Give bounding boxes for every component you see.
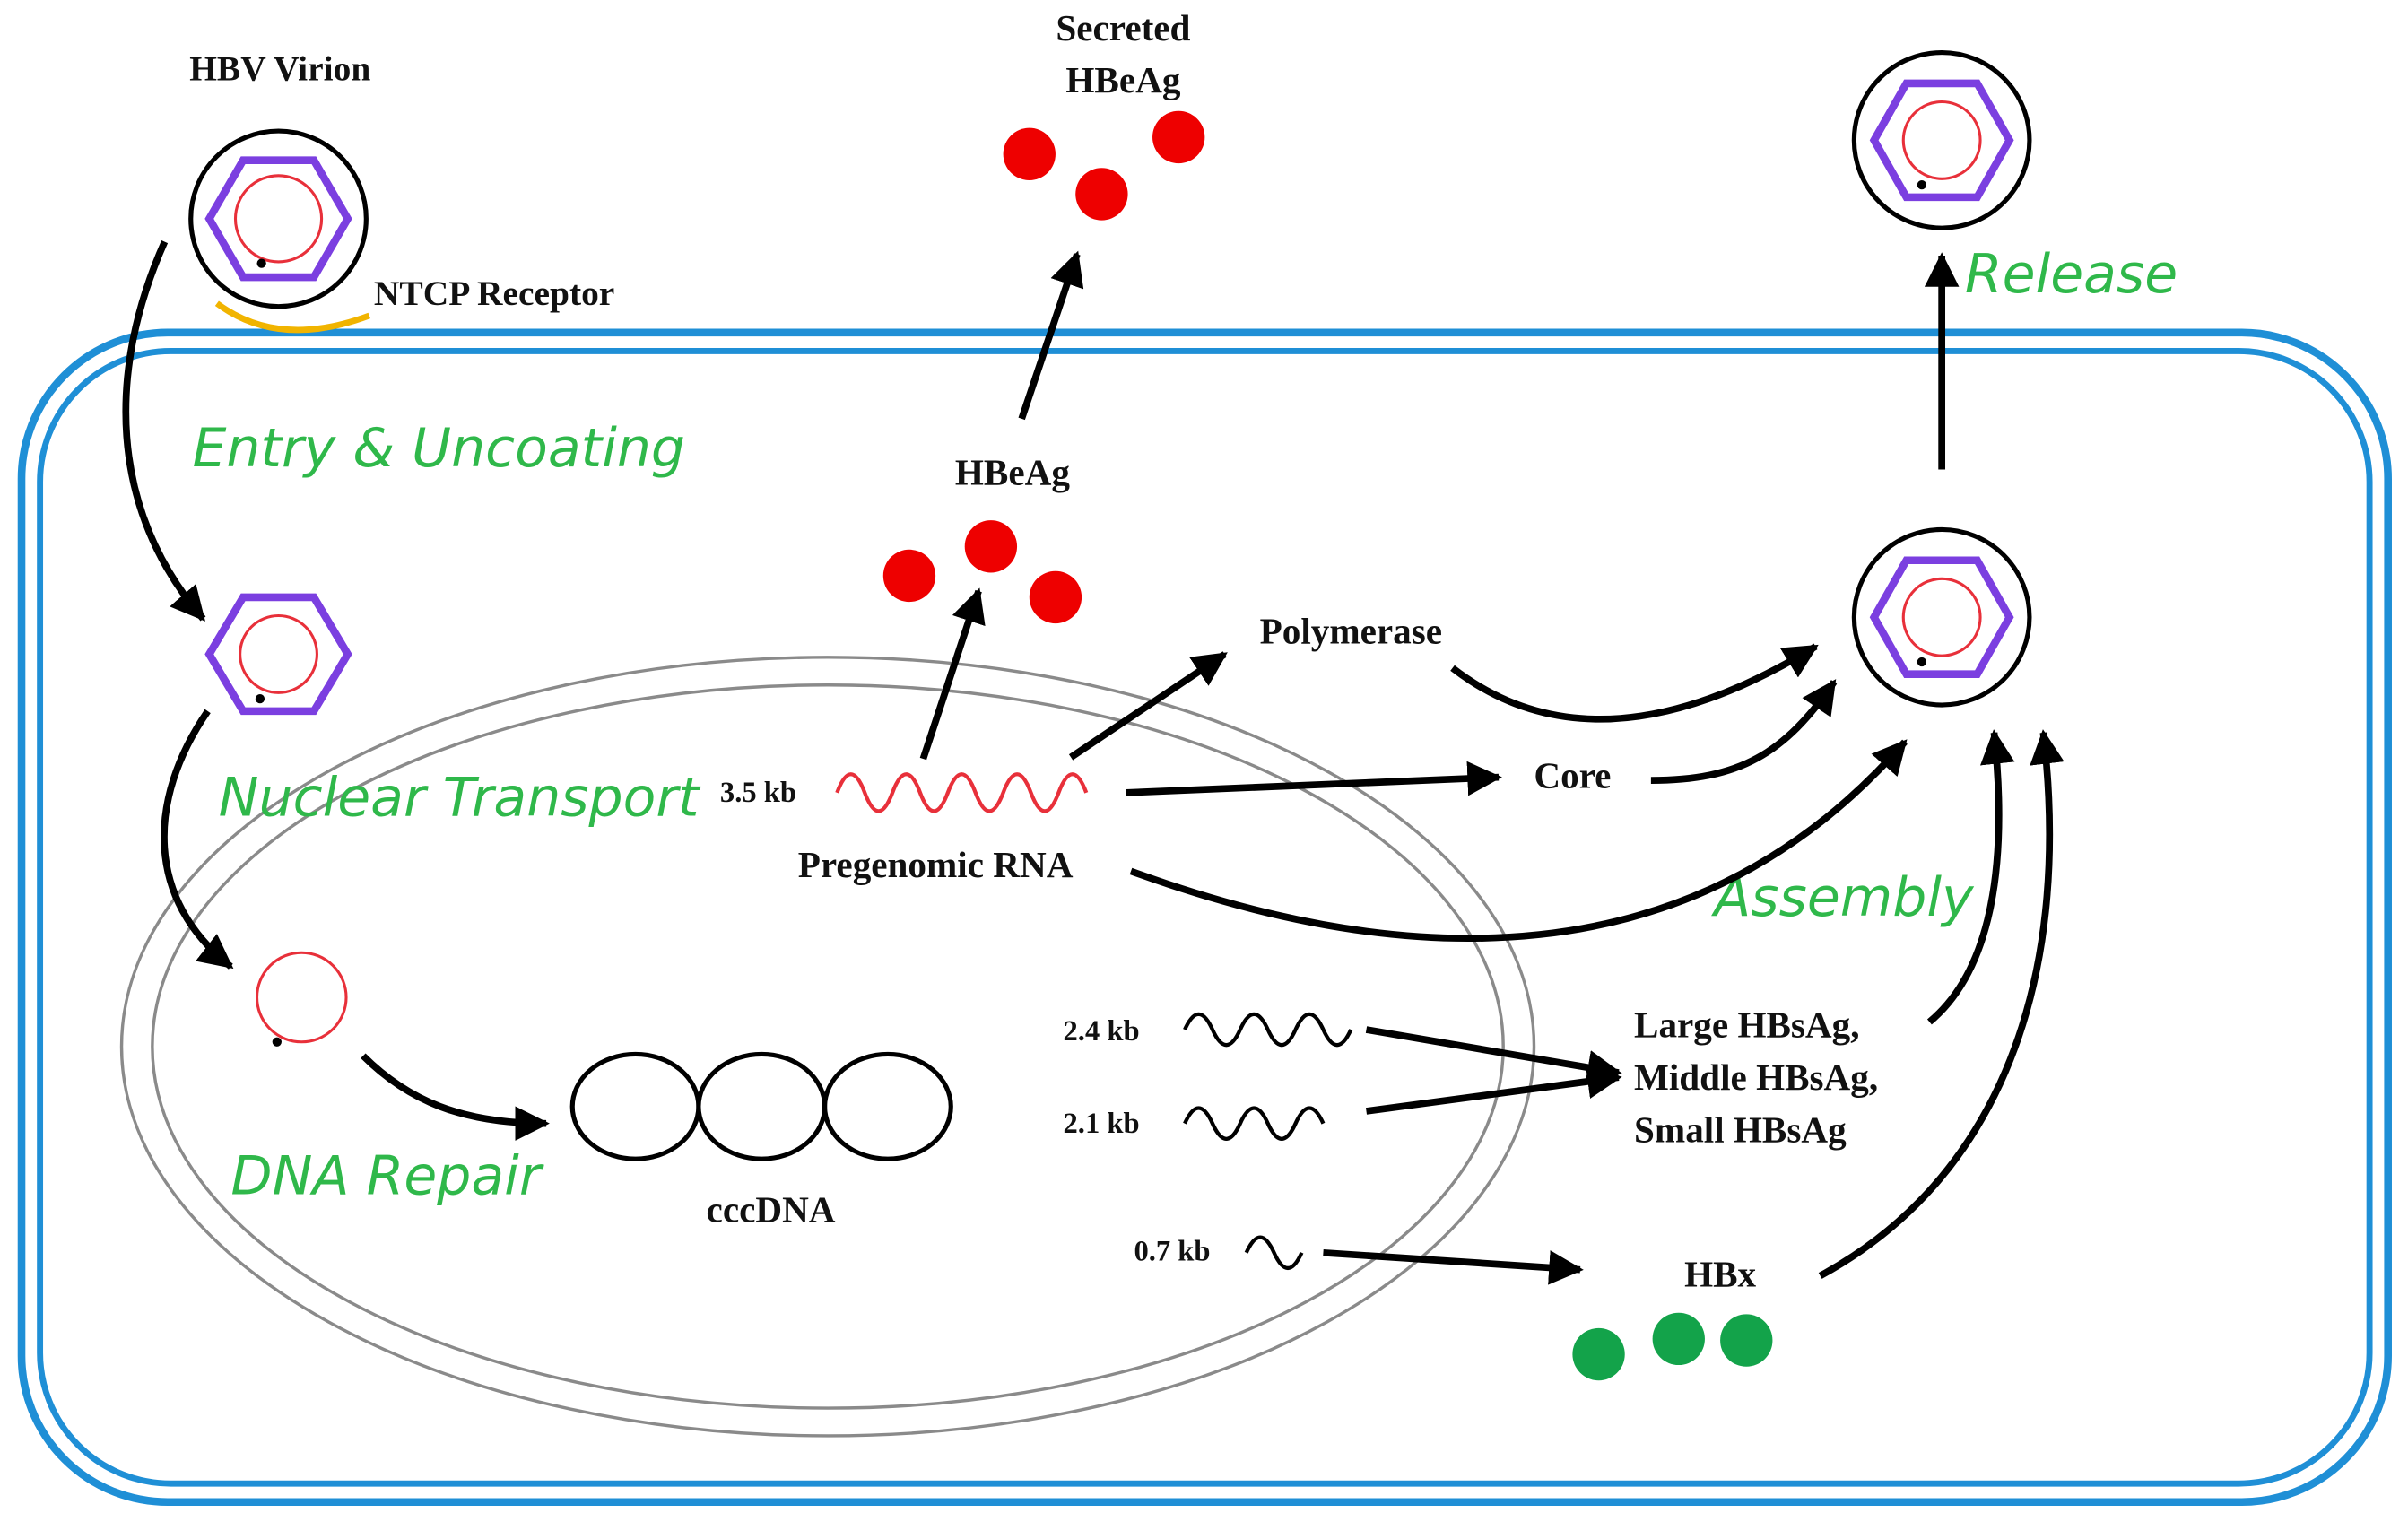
rna-2-4-to-hbsag-arrow <box>1365 1026 1622 1085</box>
rna-2-4-wave <box>1183 1012 1353 1048</box>
cell-membrane <box>17 328 2392 1507</box>
rna-2-1-wave <box>1183 1106 1326 1141</box>
step-entry-uncoating: Entry & Uncoating <box>192 417 685 480</box>
secreted-hbeag-label-line1: Secreted <box>1056 7 1190 48</box>
hbsag-label-small: Small HBsAg <box>1634 1109 1847 1150</box>
dna-repair-arrow <box>361 1053 550 1141</box>
rcdna-icon <box>255 951 348 1047</box>
pgrna-to-core-arrow <box>1126 761 1502 796</box>
hbx-to-assembly-arrow <box>1818 729 2065 1279</box>
rna-0-7-to-hbx-arrow <box>1323 1248 1584 1285</box>
hbsag-to-assembly-arrow <box>1926 729 2015 1025</box>
core-label: Core <box>1534 755 1611 796</box>
polymerase-to-assembly-arrow <box>1450 643 1819 723</box>
hbv-virion-label: HBV Virion <box>189 48 370 88</box>
cccdna-icon <box>569 1051 953 1161</box>
hbv-virion-icon <box>188 128 369 309</box>
hbx-label: HBx <box>1684 1254 1756 1295</box>
secreted-hbeag-label-line2: HBeAg <box>1065 59 1180 100</box>
kb-2-4-label: 2.4 kb <box>1064 1015 1140 1048</box>
nuclear-transport-arrow <box>161 709 234 970</box>
capsid-icon <box>204 593 352 716</box>
polymerase-label: Polymerase <box>1260 610 1442 651</box>
assembled-virion-icon <box>1851 526 2032 708</box>
kb-2-1-label: 2.1 kb <box>1064 1108 1140 1140</box>
step-dna-repair: DNA Repair <box>230 1145 543 1208</box>
hbsag-label-middle: Middle HBsAg, <box>1634 1056 1878 1098</box>
ntcp-receptor-label: NTCP Receptor <box>374 274 614 313</box>
kb-3-5-label: 3.5 kb <box>720 777 796 809</box>
step-assembly: Assembly <box>1710 866 1975 929</box>
secreted-hbeag-particles <box>1003 110 1205 221</box>
released-virion-icon <box>1851 50 2032 230</box>
hbeag-particles <box>882 520 1082 624</box>
hbx-particles <box>1572 1312 1773 1381</box>
core-to-assembly-arrow <box>1650 679 1838 784</box>
hbsag-label-large: Large HBsAg, <box>1634 1004 1859 1046</box>
pgrna-to-assembly-arrow <box>1129 739 1908 943</box>
pregenomic-rna-wave <box>835 772 1089 813</box>
pgrna-to-polymerase-arrow <box>1068 651 1228 761</box>
step-nuclear-transport: Nuclear Transport <box>219 767 701 830</box>
rna-0-7-wave <box>1244 1235 1304 1271</box>
ntcp-receptor-icon <box>214 300 370 334</box>
kb-0-7-label: 0.7 kb <box>1134 1235 1210 1267</box>
step-release: Release <box>1965 243 2178 306</box>
rna-2-1-to-hbsag-arrow <box>1365 1064 1622 1115</box>
hbeag-secretion-arrow <box>1018 250 1084 421</box>
nucleus <box>119 656 1536 1438</box>
hbeag-label: HBeAg <box>955 452 1070 493</box>
pgrna-to-hbeag-arrow <box>919 587 986 761</box>
entry-arrow <box>122 240 206 622</box>
pregenomic-rna-label: Pregenomic RNA <box>798 844 1074 885</box>
cccdna-label: cccDNA <box>707 1188 836 1230</box>
